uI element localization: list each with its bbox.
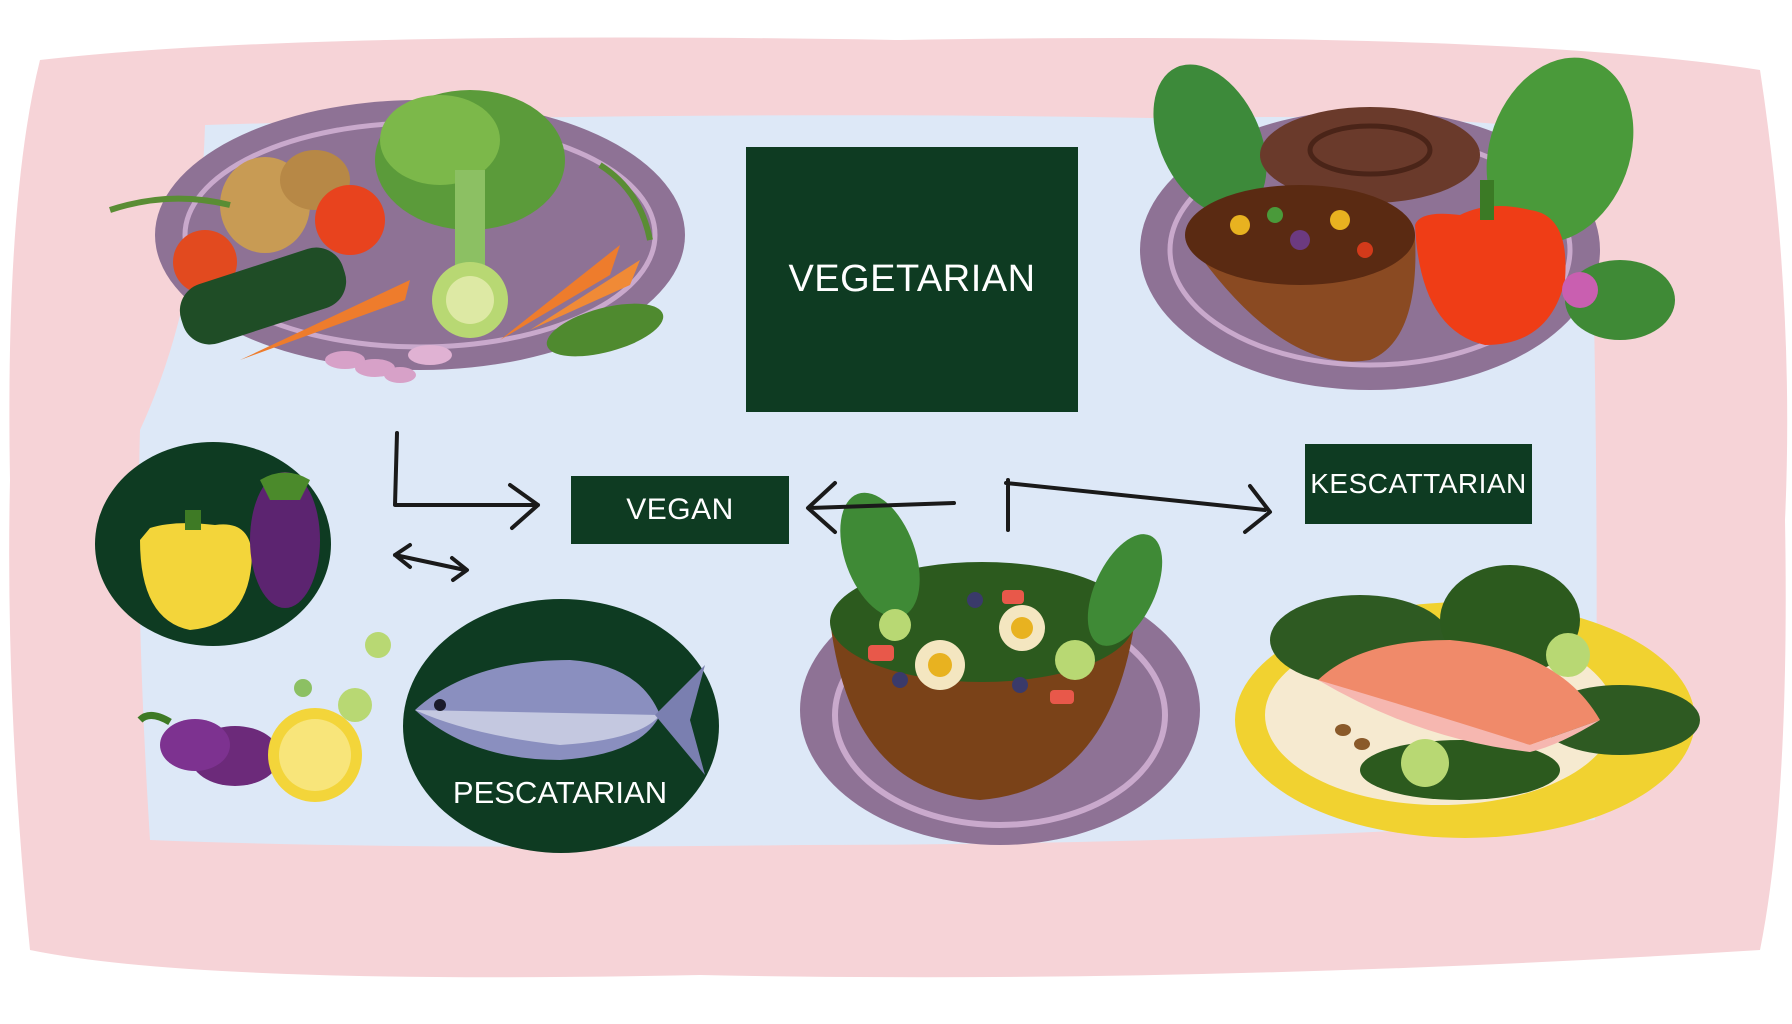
- pepper-eggplant-circle: [95, 442, 331, 646]
- arrow-to-kescatarian: [1004, 478, 1272, 534]
- salmon-plate: [1235, 565, 1700, 838]
- arrow-small-bidirectional: [393, 543, 469, 582]
- vegan-text: VEGAN: [626, 493, 734, 526]
- arrow-stew-to-vegan: [806, 481, 956, 534]
- vegetable-plate: [109, 90, 685, 383]
- vegetarian-text: VEGETARIAN: [788, 258, 1036, 300]
- kescatarian-label: KESCATTARIAN: [1305, 444, 1532, 524]
- salad-bowl-plate: [800, 492, 1200, 845]
- vegan-label: VEGAN: [571, 476, 789, 544]
- vegetarian-label: VEGETARIAN: [746, 147, 1078, 412]
- stew-and-pepper-plate: [1140, 57, 1675, 390]
- arrows: [393, 431, 1272, 582]
- loose-eggplant-lemon: [137, 632, 391, 802]
- arrow-vegetable-to-vegan: [393, 431, 540, 530]
- pescatarian-label: PESCATARIAN: [452, 775, 668, 810]
- kescatarian-text: KESCATTARIAN: [1310, 468, 1527, 499]
- fish-circle: [403, 599, 719, 853]
